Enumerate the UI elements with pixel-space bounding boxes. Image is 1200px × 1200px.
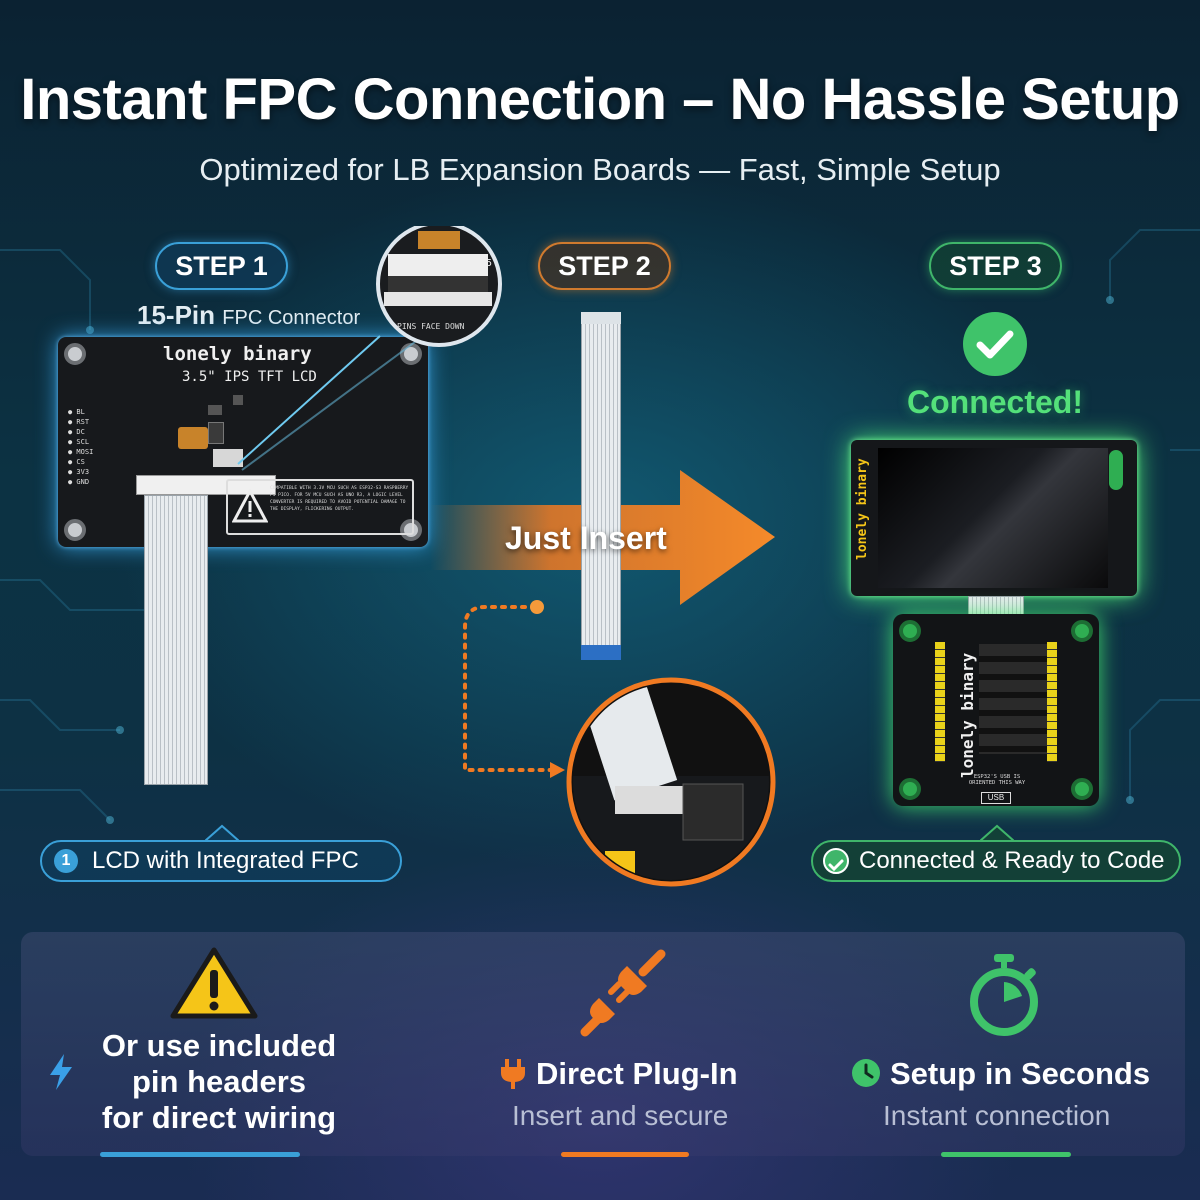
ic-chips xyxy=(979,644,1013,754)
pin-label: ● DC xyxy=(68,428,85,436)
flex-tail xyxy=(178,427,208,449)
lcd-callout: 1 LCD with Integrated FPC xyxy=(40,840,402,882)
setup-seconds-subtitle: Instant connection xyxy=(883,1100,1111,1131)
warning-icon xyxy=(232,489,268,523)
step1-badge: STEP 1 xyxy=(155,242,288,290)
accent-bar-green xyxy=(941,1152,1071,1157)
setup-seconds-title: Setup in Seconds xyxy=(890,1056,1151,1091)
pin-label: ● GND xyxy=(68,478,90,486)
warning-text: COMPATIBLE WITH 3.3V MCU SUCH AS ESP32-S… xyxy=(270,486,409,512)
cable-top xyxy=(581,312,621,324)
accent-bar-orange xyxy=(561,1152,689,1157)
component xyxy=(208,405,222,415)
cable-tip xyxy=(581,645,621,660)
direct-plugin-subtitle: Insert and secure xyxy=(512,1100,729,1131)
check-icon xyxy=(823,848,849,874)
mount-hole xyxy=(1071,620,1093,642)
lightning-icon xyxy=(50,1054,72,1090)
chip xyxy=(208,422,224,444)
just-insert-label: Just Insert xyxy=(505,520,667,556)
connector-zoom xyxy=(566,677,776,887)
callout-pointer xyxy=(205,824,239,842)
step-number-badge: 1 xyxy=(54,849,78,873)
step2-badge: STEP 2 xyxy=(538,242,671,290)
pin-label: ● RST xyxy=(68,418,90,426)
connector-type: FPC Connector xyxy=(222,307,361,329)
page-title: Instant FPC Connection – No Hassle Setup xyxy=(20,67,1180,132)
expansion-board: ESP32'S USB IS ORIENTED THIS WAY USB xyxy=(893,614,1099,806)
stopwatch-icon xyxy=(970,954,1038,1036)
zoom-pin-number: 15 xyxy=(480,258,493,269)
pin-header xyxy=(935,642,945,762)
pin-label: ● BL xyxy=(68,408,85,416)
pin-header-line-2: pin headers xyxy=(132,1064,306,1099)
pin-label: ● 3V3 xyxy=(68,468,90,476)
lcd-brand: lonely binary xyxy=(163,343,312,365)
lcd-callout-text: LCD with Integrated FPC xyxy=(92,847,359,874)
ready-callout: Connected & Ready to Code xyxy=(811,840,1181,882)
zoom-callout xyxy=(237,226,502,471)
pin-header xyxy=(1047,642,1057,762)
usb-note: ESP32'S USB IS ORIENTED THIS WAY xyxy=(968,774,1026,786)
clock-icon xyxy=(852,1059,880,1087)
direct-plugin-title: Direct Plug-In xyxy=(536,1056,738,1091)
flex-cable xyxy=(581,312,621,660)
pin-label: ● CS xyxy=(68,458,85,466)
component xyxy=(233,395,243,405)
step3-badge: STEP 3 xyxy=(929,242,1062,290)
connected-status: Connected! xyxy=(907,384,1083,420)
ic-chips xyxy=(1013,644,1047,754)
zoom-label: PINS FACE DOWN xyxy=(397,322,465,331)
connector-label: 15-Pin FPC Connector xyxy=(137,300,360,331)
pin-header-line-3: for direct wiring xyxy=(101,1100,337,1135)
page-subtitle: Optimized for LB Expansion Boards — Fast… xyxy=(199,152,1001,187)
mount-hole xyxy=(899,778,921,800)
mount-hole xyxy=(400,519,422,541)
warning-box: COMPATIBLE WITH 3.3V MCU SUCH AS ESP32-S… xyxy=(226,479,414,535)
callout-pointer xyxy=(980,824,1014,842)
check-circle-icon xyxy=(963,312,1027,376)
mount-hole xyxy=(1071,778,1093,800)
usb-label: USB xyxy=(981,792,1011,804)
warning-icon xyxy=(170,947,258,1019)
connector xyxy=(213,449,243,467)
mount-hole xyxy=(899,620,921,642)
pin-labels: ● BL ● RST ● DC ● SCL ● MOSI ● CS ● 3V3 ● GND xyxy=(68,407,93,487)
mount-hole xyxy=(64,343,86,365)
mount-hole xyxy=(64,519,86,541)
lcd3-brand: lonely binary xyxy=(855,458,870,560)
plug-small-icon xyxy=(501,1059,525,1089)
ready-callout-text: Connected & Ready to Code xyxy=(859,847,1165,874)
pin-label: ● SCL xyxy=(68,438,90,446)
lcd-board: lonely binary 3.5" IPS TFT LCD ● BL ● RST… xyxy=(58,337,428,547)
lcd-screen xyxy=(878,448,1108,588)
connector-pin-count: 15-Pin xyxy=(137,300,216,330)
lcd-model: 3.5" IPS TFT LCD xyxy=(182,369,317,385)
plug-icon xyxy=(580,949,666,1037)
dotted-path xyxy=(463,600,565,778)
pin-header-line-1: Or use included xyxy=(101,1028,337,1063)
ribbon-cable xyxy=(144,495,208,785)
mount-hole xyxy=(1109,450,1123,490)
pin-label: ● MOSI xyxy=(68,448,94,456)
accent-bar-blue xyxy=(100,1152,300,1157)
expansion-brand: lonely binary xyxy=(958,652,977,778)
pin-header-option: Or use included pin headers for direct w… xyxy=(85,1028,353,1136)
